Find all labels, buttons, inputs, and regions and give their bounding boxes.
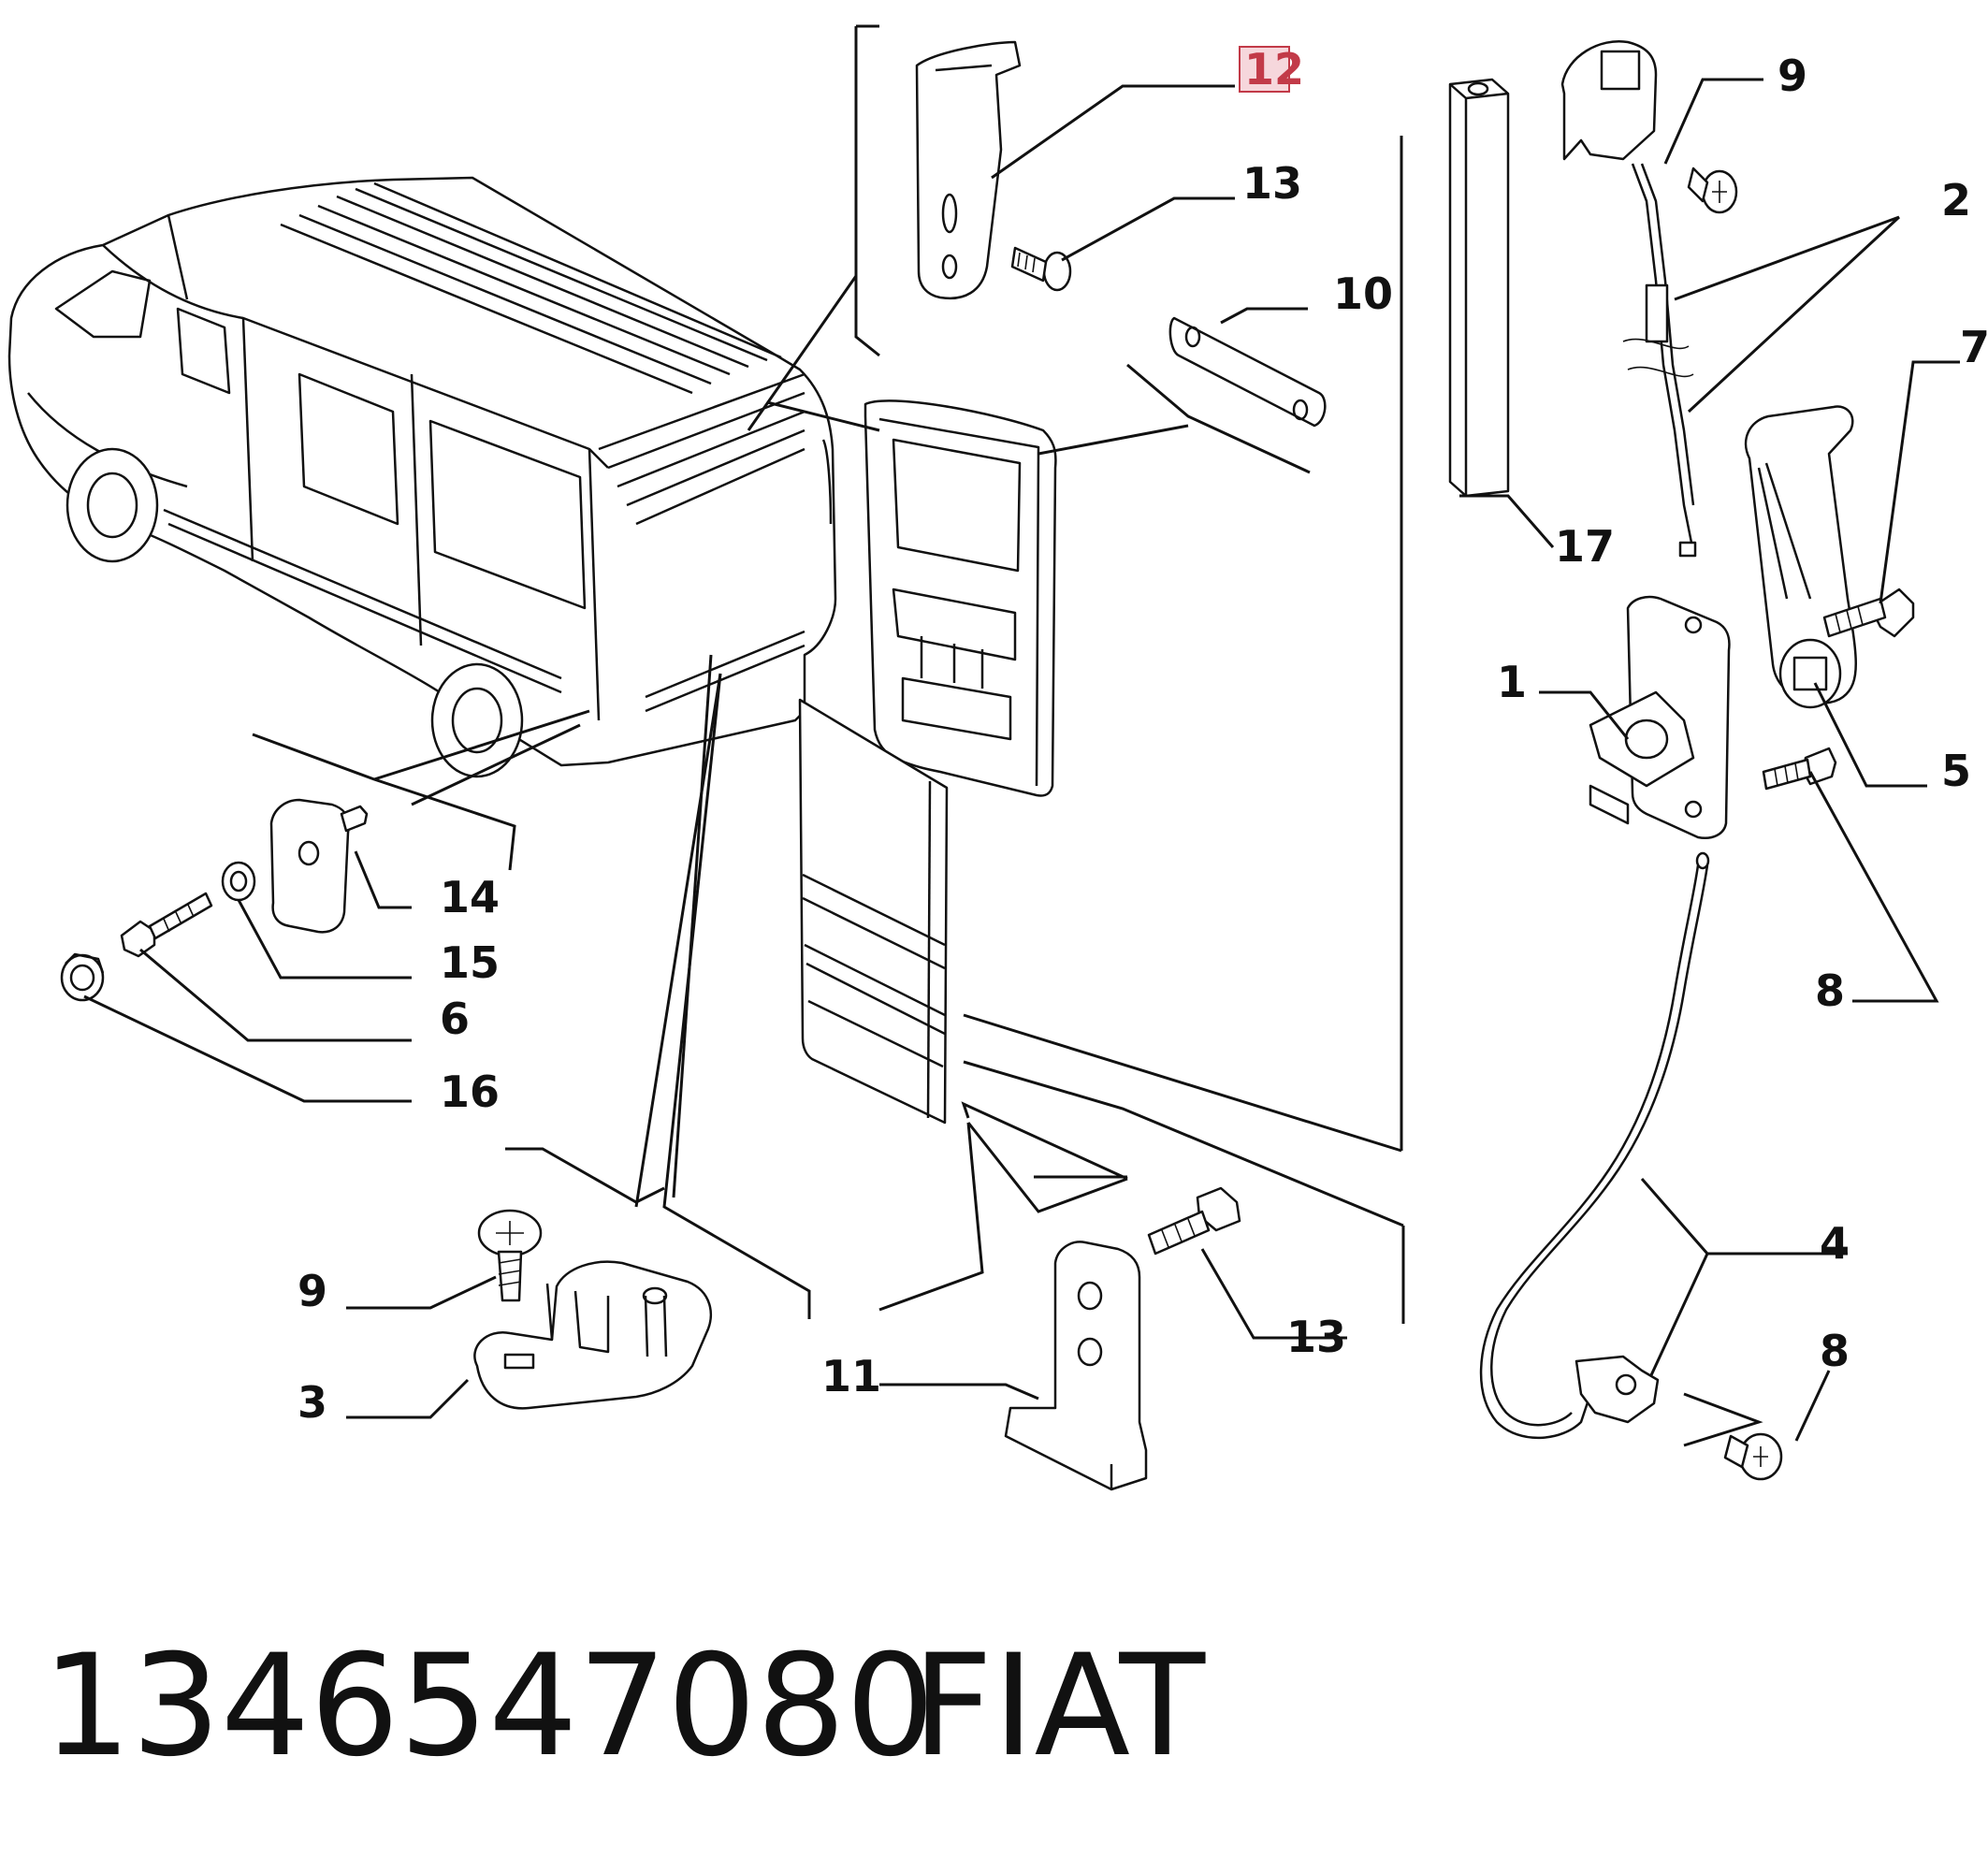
- callout-16: 16: [440, 1067, 500, 1117]
- brand-name: FIAT: [912, 1625, 1206, 1788]
- part-2-lock-rod-assembly: [1560, 39, 1697, 558]
- part-5-handle: [1744, 405, 1857, 709]
- callout-9-bottom: 9: [297, 1266, 327, 1316]
- callout-1: 1: [1497, 657, 1527, 707]
- callout-labels: 12 13 10 9 2 7 17 1 5 8 4 8 14 15 6 16 9…: [297, 44, 1988, 1428]
- rear-door-lower: [798, 698, 949, 1125]
- callout-2: 2: [1941, 175, 1971, 225]
- part-12-bracket: [915, 40, 1022, 300]
- part-1-latch: [1589, 595, 1731, 839]
- part-8-screw-bottom: [1723, 1432, 1783, 1481]
- part-10-plate: [1168, 316, 1327, 428]
- callout-11: 11: [821, 1351, 881, 1401]
- callout-17: 17: [1555, 521, 1615, 572]
- callout-8-bottom: 8: [1820, 1326, 1850, 1376]
- callout-3: 3: [297, 1377, 327, 1428]
- callout-15: 15: [440, 937, 500, 988]
- part-3-striker: [473, 1260, 713, 1410]
- callout-13-top: 13: [1242, 158, 1302, 209]
- callout-5: 5: [1941, 746, 1971, 796]
- part-11-angle-bracket: [1004, 1241, 1148, 1491]
- callout-4: 4: [1820, 1218, 1850, 1269]
- callout-10: 10: [1333, 269, 1393, 319]
- callout-8-right: 8: [1815, 965, 1845, 1016]
- callout-12: 12: [1244, 44, 1304, 94]
- part-17-seal-strip: [1448, 78, 1510, 498]
- part-9-screw-top: [1687, 167, 1738, 214]
- part-6-bolt: [120, 892, 213, 958]
- part-16-nut: [60, 952, 105, 1002]
- part-13-screw-top: [1010, 246, 1072, 292]
- callout-9-top: 9: [1778, 51, 1807, 101]
- callout-7: 7: [1960, 322, 1988, 372]
- part-14-stop: [269, 798, 369, 934]
- callout-6: 6: [440, 994, 470, 1044]
- rear-door-upper: [863, 399, 1057, 797]
- part-number: 1346547080: [42, 1625, 935, 1788]
- part-9-screw-bottom: [477, 1209, 543, 1302]
- callout-12-highlight: [1239, 46, 1290, 93]
- part-13-bolt-bottom: [1147, 1186, 1241, 1256]
- leader-lines: [83, 24, 1960, 1447]
- callout-14: 14: [440, 872, 500, 922]
- part-15-washer: [221, 861, 256, 902]
- part-8-bolt-right: [1762, 747, 1837, 791]
- van-illustration: [7, 176, 837, 778]
- part-4-cable: [1479, 851, 1710, 1440]
- callout-13-bottom: 13: [1286, 1312, 1346, 1362]
